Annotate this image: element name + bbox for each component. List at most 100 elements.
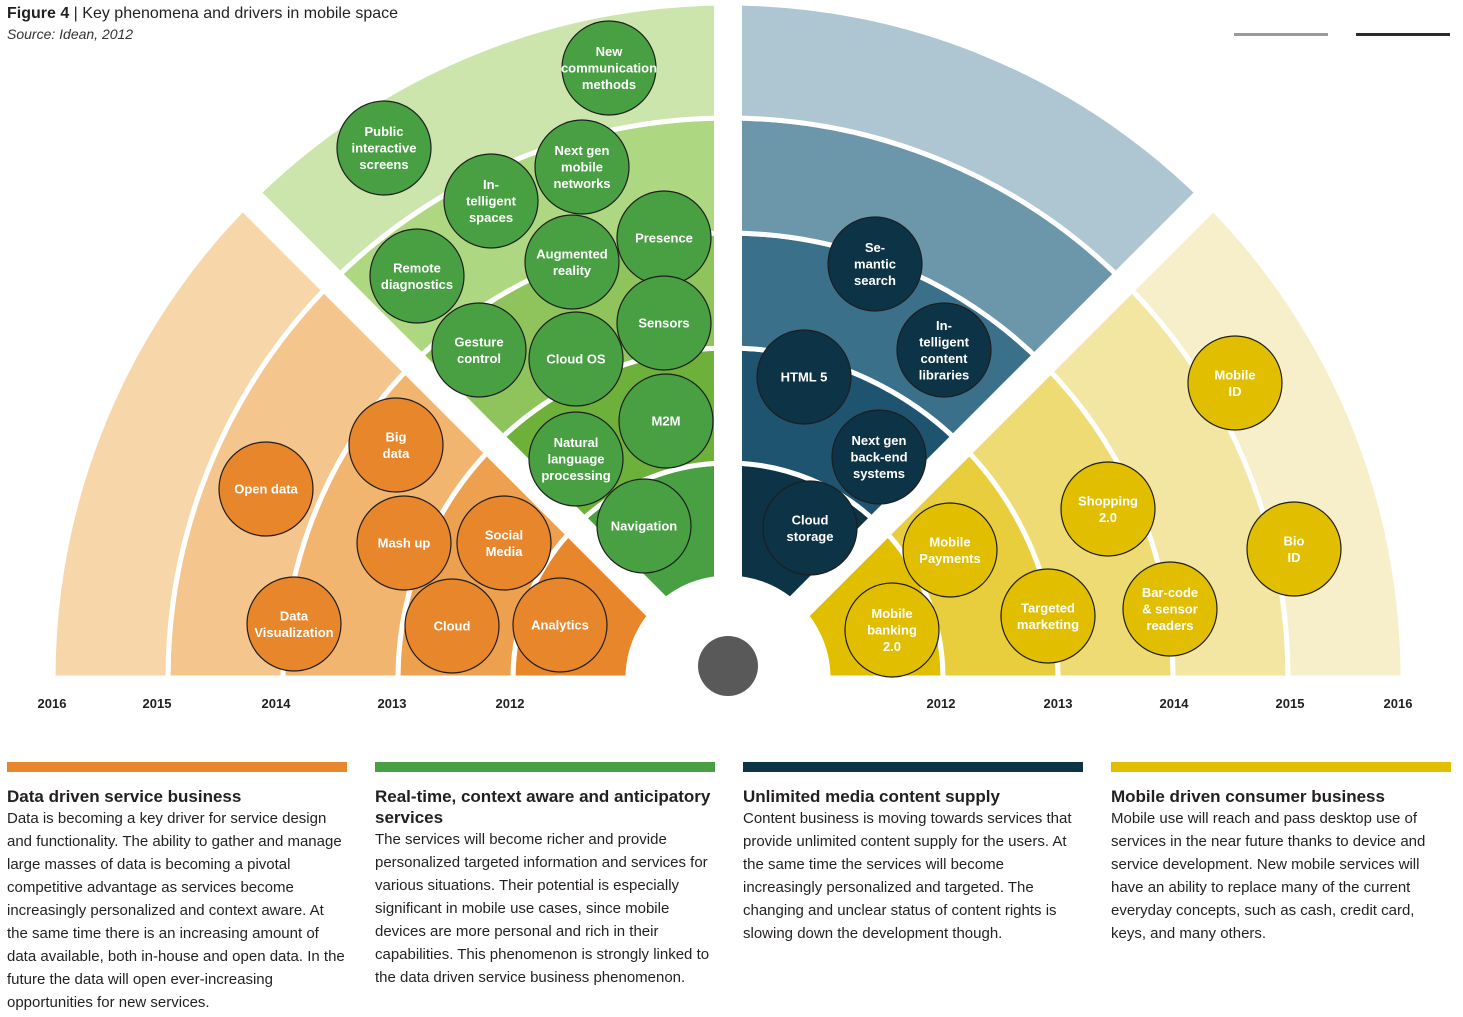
- bubble-circle: [618, 373, 714, 469]
- column-body: The services will become richer and prov…: [375, 831, 710, 986]
- year-label-right: 2012: [927, 696, 956, 711]
- column-bar-yellow: [1111, 762, 1451, 772]
- sector-divider: [760, 158, 1248, 646]
- bubble-circle: [534, 119, 630, 215]
- bubble-label: Cloud: [434, 619, 471, 634]
- year-label-left: 2012: [496, 696, 525, 711]
- bubble-circle: [356, 495, 452, 591]
- bubble-data: Cloud: [404, 578, 500, 674]
- sector-divider: [208, 158, 696, 646]
- column-body: Content business is moving towards servi…: [743, 810, 1072, 942]
- column-consumer: Mobile driven consumer business Mobile u…: [1111, 762, 1451, 945]
- year-label-left: 2014: [262, 696, 292, 711]
- bubble-circle: [1060, 461, 1156, 557]
- year-label-left: 2016: [38, 696, 67, 711]
- figure-title-text: Key phenomena and drivers in mobile spac…: [82, 5, 399, 22]
- bubble-circle: [524, 214, 620, 310]
- bubble-label: M2M: [652, 414, 681, 429]
- bubble-circle: [1122, 561, 1218, 657]
- bubble-circle: [831, 409, 927, 505]
- column-bar-navy: [743, 762, 1083, 772]
- bubble-circle: [512, 577, 608, 673]
- figure-separator: |: [69, 5, 83, 22]
- year-label-right: 2013: [1044, 696, 1073, 711]
- year-label-right: 2016: [1384, 696, 1413, 711]
- bubble-circle: [756, 329, 852, 425]
- figure-title: Figure 4 | Key phenomena and drivers in …: [7, 4, 398, 24]
- bubble-circle: [369, 228, 465, 324]
- column-bar-orange: [7, 762, 347, 772]
- bubble-circle: [456, 495, 552, 591]
- bubble-circle: [561, 20, 657, 116]
- bubble-circle: [844, 582, 940, 678]
- column-media-content: Unlimited media content supply Content b…: [743, 762, 1083, 945]
- figure-source: Source: Idean, 2012: [7, 26, 134, 42]
- column-realtime: Real-time, context aware and anticipator…: [375, 762, 715, 989]
- bubble-circle: [896, 302, 992, 398]
- bubble-label: Presence: [635, 231, 693, 246]
- year-label-left: 2015: [143, 696, 172, 711]
- bubble-label: Cloud OS: [546, 352, 606, 367]
- bubble-data: Open data: [218, 441, 314, 537]
- column-title: Data driven service business: [7, 787, 242, 806]
- bubble-circle: [762, 480, 858, 576]
- column-title: Unlimited media content supply: [743, 787, 1000, 806]
- decorative-line-dark: [1356, 33, 1450, 36]
- column-data-driven: Data driven service business Data is bec…: [7, 762, 347, 1014]
- year-label-left: 2013: [378, 696, 407, 711]
- bubble-circle: [827, 216, 923, 312]
- bubble-circle: [902, 502, 998, 598]
- band-data-5: [50, 197, 336, 681]
- figure-label: Figure 4: [7, 5, 70, 22]
- column-body: Data is becoming a key driver for servic…: [7, 810, 345, 1011]
- bubble-circle: [528, 311, 624, 407]
- bubble-realtime: M2M: [618, 373, 714, 469]
- bubble-circle: [348, 397, 444, 493]
- center-dot: [698, 636, 758, 696]
- year-label-right: 2015: [1276, 696, 1305, 711]
- column-body: Mobile use will reach and pass desktop u…: [1111, 810, 1426, 942]
- bubble-circle: [336, 100, 432, 196]
- bubble-realtime: Navigation: [596, 478, 692, 574]
- column-title: Mobile driven consumer business: [1111, 787, 1385, 806]
- bubble-circle: [1246, 501, 1342, 597]
- bubble-circle: [1000, 568, 1096, 664]
- bubble-label: Open data: [234, 482, 298, 497]
- sector-dividers: [208, 0, 1248, 646]
